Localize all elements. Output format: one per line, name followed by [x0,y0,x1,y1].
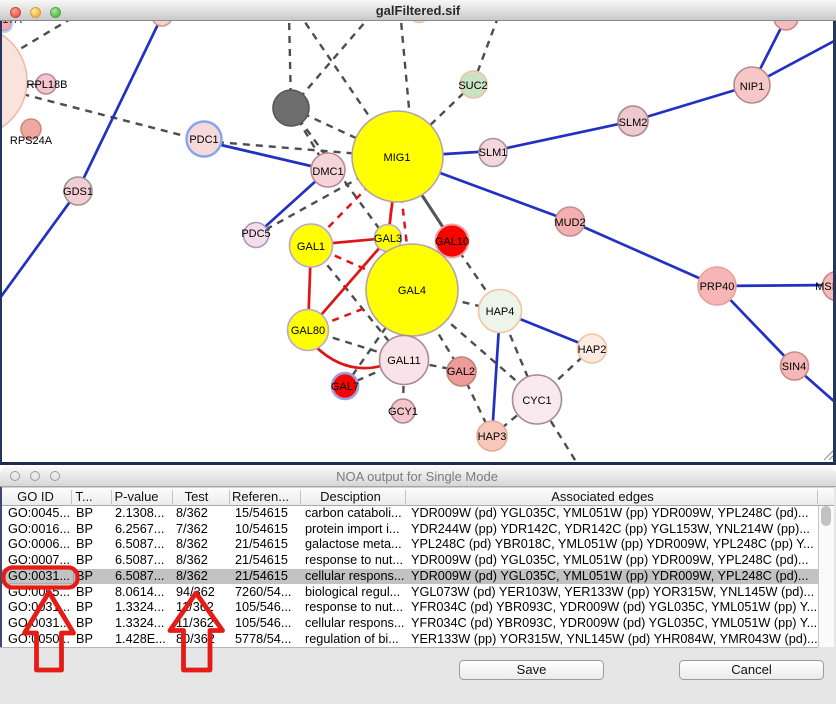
svg-text:GAL10: GAL10 [435,236,469,248]
svg-text:MUD2: MUD2 [554,217,585,229]
svg-text:GAL11: GAL11 [387,355,420,367]
svg-text:NIP1: NIP1 [740,81,764,93]
svg-text:GDS1: GDS1 [63,186,93,198]
svg-text:HAP2: HAP2 [578,344,607,356]
svg-text:17A: 17A [2,21,22,26]
svg-text:GAL7: GAL7 [331,381,359,393]
svg-text:HAP4: HAP4 [486,306,515,318]
svg-text:HAP3: HAP3 [478,431,507,443]
svg-text:RPS24A: RPS24A [10,135,53,147]
svg-text:CYC1: CYC1 [522,395,551,407]
svg-text:PDC1: PDC1 [189,134,218,146]
svg-text:GAL2: GAL2 [447,366,475,378]
svg-text:GAL1: GAL1 [297,241,325,253]
svg-text:MIG1: MIG1 [384,152,411,164]
svg-text:SLM2: SLM2 [619,117,648,129]
svg-text:SIN4: SIN4 [782,361,806,373]
svg-text:DMC1: DMC1 [312,166,343,178]
svg-text:RPL18B: RPL18B [27,79,68,91]
svg-text:GCY1: GCY1 [388,406,418,418]
svg-text:PDC5: PDC5 [241,228,270,240]
svg-text:SLM1: SLM1 [479,147,508,159]
svg-text:PRP40: PRP40 [700,281,735,293]
svg-text:GAL4: GAL4 [398,285,426,297]
svg-text:SUC2: SUC2 [458,80,487,92]
svg-text:GAL3: GAL3 [374,233,402,245]
svg-text:MSI: MSI [815,281,833,293]
svg-text:GAL80: GAL80 [291,325,325,337]
